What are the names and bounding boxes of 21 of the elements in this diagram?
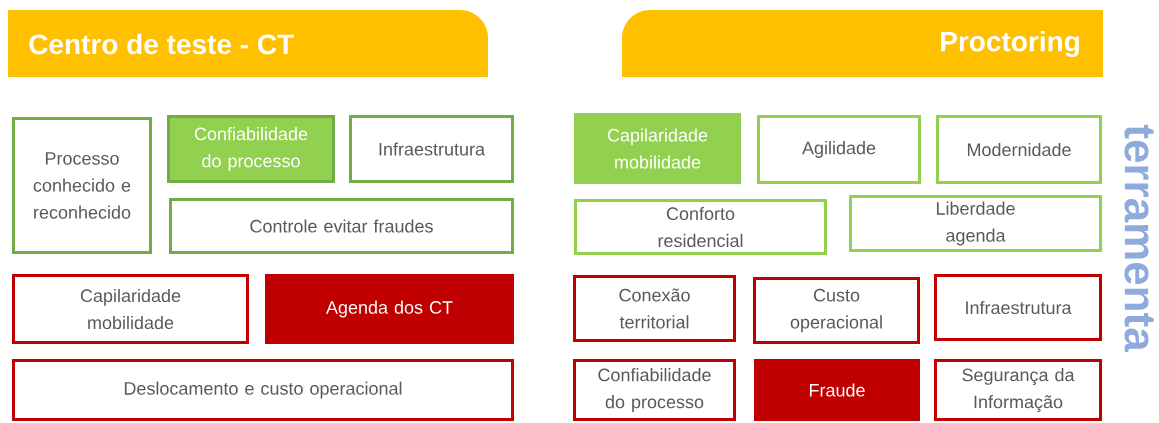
text-box: Confiabilidade do processo — [573, 359, 736, 421]
text-box: Liberdade agenda — [849, 195, 1102, 252]
text-box: Infraestrutura — [934, 274, 1102, 341]
text-box: Agilidade — [757, 115, 921, 184]
text-box: Conexão territorial — [573, 275, 736, 342]
text-box: Conforto residencial — [574, 199, 827, 255]
text-box: Segurança da Informação — [934, 359, 1102, 421]
header-tab: Proctoring — [622, 10, 1103, 77]
vertical-label: terramenta — [1124, 124, 1154, 352]
text-box: Confiabilidade do processo — [167, 115, 335, 183]
text-box: Deslocamento e custo operacional — [12, 359, 514, 421]
text-box: Infraestrutura — [349, 115, 514, 183]
text-box: Processo conhecido e reconhecido — [12, 117, 152, 254]
text-box: Controle evitar fraudes — [169, 198, 514, 254]
text-box: Capilaridade mobilidade — [12, 274, 249, 344]
text-box: Agenda dos CT — [265, 274, 514, 344]
text-box: Modernidade — [936, 115, 1102, 184]
text-box: Custo operacional — [753, 277, 920, 344]
text-box: Fraude — [754, 359, 920, 421]
text-box: Capilaridade mobilidade — [574, 113, 741, 184]
header-tab: Centro de teste - CT — [8, 10, 488, 77]
